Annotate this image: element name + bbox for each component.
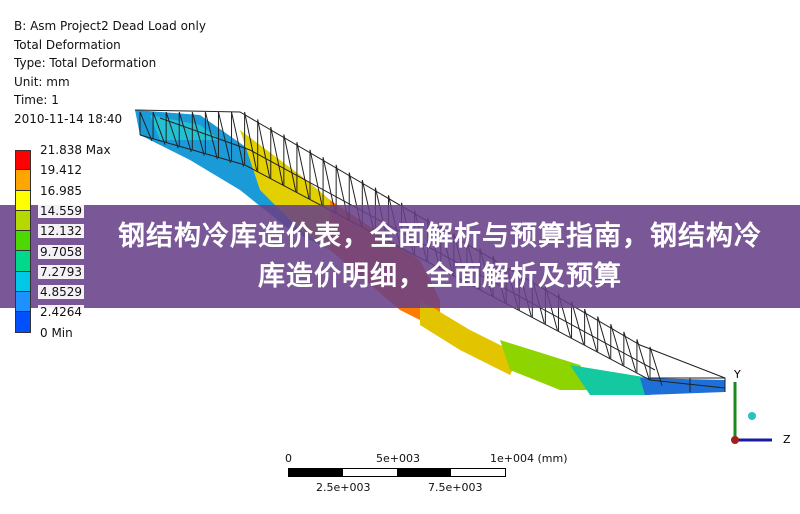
result-unit: Unit: mm <box>14 74 70 89</box>
legend-label: 4.8529 <box>38 285 84 300</box>
scale-label-5000: 5e+003 <box>376 452 420 465</box>
legend-label: 19.412 <box>38 163 84 178</box>
result-type: Type: Total Deformation <box>14 56 157 70</box>
title-banner: 钢结构冷库造价表，全面解析与预算指南，钢结构冷库造价明细，全面解析及预算 <box>0 205 800 308</box>
legend-label: 2.4264 <box>38 305 84 320</box>
z-axis-label: Z <box>783 433 791 446</box>
legend-swatch <box>15 210 31 232</box>
result-time: Time: 1 <box>14 93 59 107</box>
result-info: B: Asm Project2 Dead Load only Total Def… <box>14 17 206 128</box>
legend-label: 16.985 <box>38 183 84 198</box>
legend-label: 9.7058 <box>38 244 84 259</box>
project-title: B: Asm Project2 Dead Load only <box>14 19 206 33</box>
legend-swatch <box>15 170 31 191</box>
legend-swatch <box>15 251 31 272</box>
legend-label: 0 Min <box>38 325 75 340</box>
legend-label: 7.2793 <box>38 264 84 279</box>
legend-swatch <box>15 292 31 313</box>
legend-swatch <box>15 312 31 333</box>
scale-label-7500: 7.5e+003 <box>428 481 483 494</box>
scale-label-2500: 2.5e+003 <box>316 481 371 494</box>
legend-swatch <box>15 190 31 211</box>
legend-swatch <box>15 231 31 252</box>
legend-swatch <box>15 271 31 293</box>
legend-label: 21.838 Max <box>38 143 113 157</box>
result-date: 2010-11-14 18:40 <box>14 111 123 126</box>
legend-label: 14.559 <box>38 203 84 218</box>
scale-label-0: 0 <box>285 452 292 465</box>
banner-text: 钢结构冷库造价表，全面解析与预算指南，钢结构冷库造价明细，全面解析及预算 <box>118 220 762 292</box>
y-axis-label: Y <box>733 368 741 381</box>
result-name: Total Deformation <box>14 37 121 52</box>
coordinate-triad: Y Z <box>731 368 791 446</box>
scale-label-10000: 1e+004 (mm) <box>490 452 568 465</box>
scale-bar <box>288 468 506 477</box>
legend-label: 12.132 <box>38 224 84 239</box>
legend-swatch <box>15 150 31 171</box>
color-legend: 21.838 Max 19.412 16.985 14.559 12.132 9.7058… <box>15 143 113 340</box>
